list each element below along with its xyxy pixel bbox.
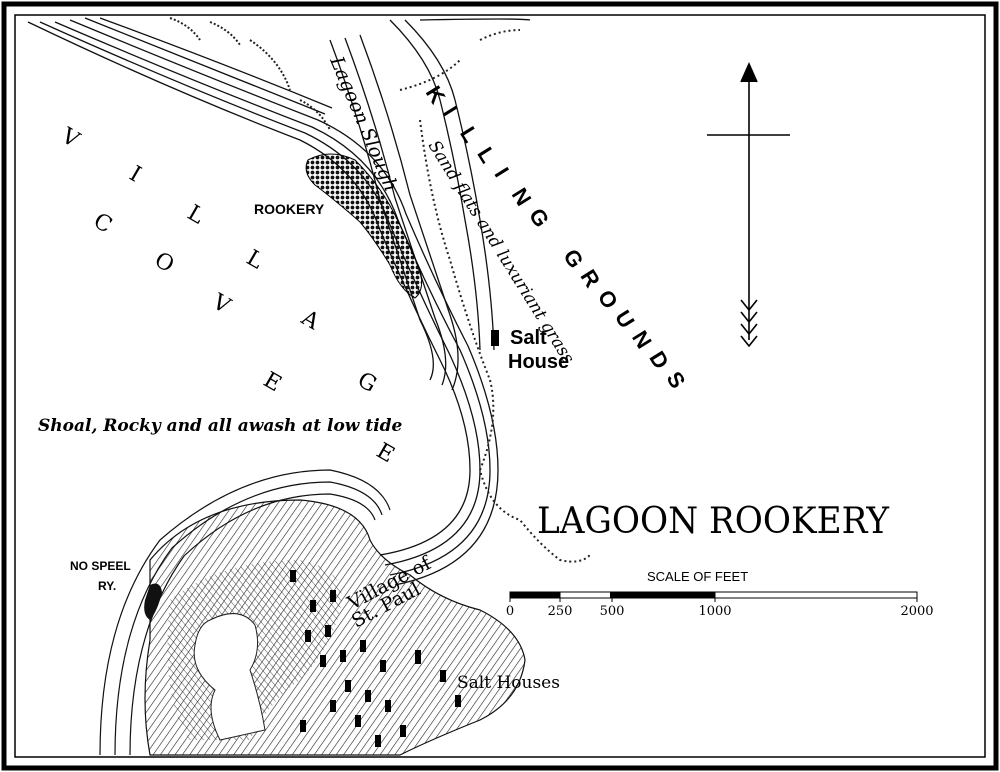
killing-grounds-letter: N	[507, 183, 537, 210]
scale-tick-label: 250	[548, 604, 573, 619]
village-houses	[290, 570, 461, 747]
no-speel-label-2: RY.	[98, 579, 116, 593]
village-cove-letter: L	[183, 201, 208, 230]
killing-grounds-edge	[399, 29, 591, 563]
killing-grounds-letter: I	[490, 163, 514, 181]
killing-grounds-letter: U	[610, 306, 640, 333]
village-cove-letter: V	[56, 123, 84, 154]
pond	[193, 613, 266, 741]
scale-title: SCALE OF FEET	[647, 569, 748, 584]
village-cove-letter: C	[89, 209, 116, 239]
village-coast-bands	[99, 469, 391, 756]
scale-bar: SCALE OF FEET 0 250 500 1000 2000	[506, 569, 934, 619]
village-cove-letter: O	[150, 248, 178, 279]
killing-grounds-letter: L	[455, 122, 483, 147]
village-cove-letter: I	[125, 162, 145, 188]
north-arrow	[707, 62, 790, 348]
salt-house-label-1: Salt	[510, 327, 547, 349]
scale-tick-label: 2000	[900, 604, 933, 619]
rookery-area	[305, 153, 423, 299]
lagoon-slough-channel	[329, 18, 531, 391]
no-speel-rookery	[144, 583, 162, 620]
killing-grounds-letter: N	[627, 326, 657, 353]
killing-grounds-letter: D	[644, 347, 674, 374]
village-cove-letter: E	[372, 439, 398, 469]
salt-house-marker	[491, 330, 499, 346]
village-cove-letter: A	[296, 305, 324, 336]
salt-houses-label: Salt Houses	[457, 673, 560, 693]
killing-grounds-letter: G	[558, 245, 588, 273]
grass-tufts-top	[169, 17, 331, 131]
scale-tick-label: 0	[506, 604, 514, 619]
scale-tick-label: 500	[600, 604, 625, 619]
map-inner-frame	[14, 14, 986, 758]
scale-tick-label: 1000	[698, 604, 731, 619]
killing-grounds-letter: O	[593, 285, 623, 313]
no-speel-label-1: NO SPEEL	[70, 559, 131, 573]
killing-grounds-letter: S	[662, 367, 691, 393]
map-title: LAGOON ROOKERY	[537, 501, 890, 542]
village-cove-letter: E	[259, 368, 285, 398]
rookery-label: ROOKERY	[254, 201, 325, 217]
killing-grounds-letter: K	[421, 81, 451, 108]
village-cove-letter: L	[242, 246, 267, 275]
killing-grounds-letter: R	[576, 265, 606, 292]
shoal-label: Shoal, Rocky and all awash at low tide	[38, 416, 403, 436]
killing-grounds-letter: G	[524, 204, 554, 232]
village-cove-letter: V	[207, 289, 235, 320]
salt-house-label-2: House	[508, 351, 569, 373]
village-cove-letter: G	[353, 368, 381, 398]
killing-grounds-letter: L	[472, 143, 500, 168]
